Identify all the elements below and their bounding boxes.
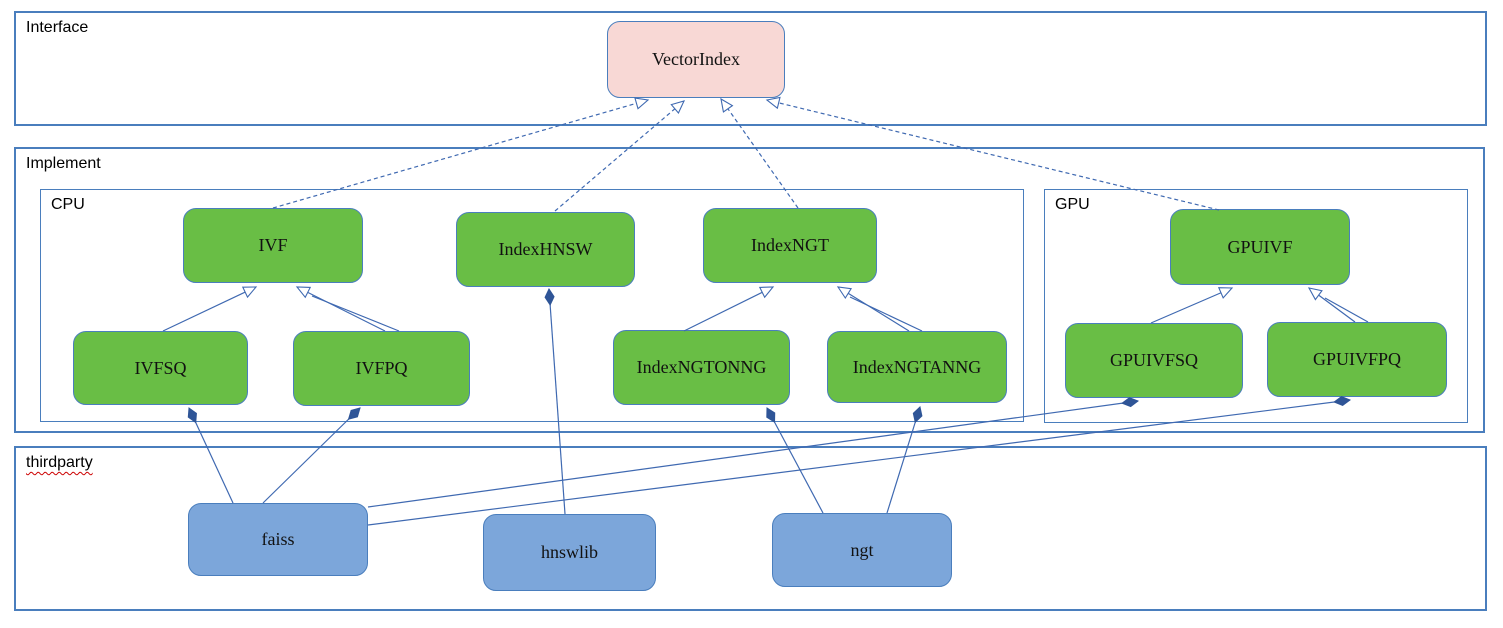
interface-section-label: Interface	[26, 19, 89, 36]
thirdparty-section-label: thirdparty	[26, 454, 93, 471]
node-ivf-label: IVF	[258, 235, 288, 255]
node-gpuivfpq: GPUIVFPQ	[1267, 322, 1447, 397]
node-indexngtanng-label: IndexNGTANNG	[852, 356, 982, 377]
gpu-group-label: GPU	[1055, 196, 1090, 213]
node-ngt: ngt	[772, 513, 952, 587]
node-ivfpq: IVFPQ	[293, 331, 470, 406]
node-gpuivfpq-label: GPUIVFPQ	[1312, 349, 1402, 369]
node-indexhnsw-label: IndexHNSW	[498, 239, 593, 259]
node-gpuivf-label: GPUIVF	[1227, 236, 1293, 257]
node-ivfsq: IVFSQ	[73, 331, 248, 405]
node-vectorindex: VectorIndex	[607, 21, 785, 98]
implement-section-label: Implement	[26, 155, 101, 172]
node-faiss: faiss	[188, 503, 368, 576]
node-gpuivfsq-label: GPUIVFSQ	[1109, 350, 1199, 370]
node-faiss-label: faiss	[261, 529, 295, 549]
node-gpuivf: GPUIVF	[1170, 209, 1350, 285]
node-ivf: IVF	[183, 208, 363, 283]
node-indexngt: IndexNGT	[703, 208, 877, 283]
node-ngt-label: ngt	[850, 539, 874, 560]
node-hnswlib-label: hnswlib	[540, 542, 598, 562]
node-indexngtanng: IndexNGTANNG	[827, 331, 1007, 403]
node-indexngt-label: IndexNGT	[751, 235, 829, 255]
node-hnswlib: hnswlib	[483, 514, 656, 591]
cpu-group-label: CPU	[51, 196, 85, 213]
node-indexngtonng: IndexNGTONNG	[613, 330, 790, 405]
node-indexhnsw: IndexHNSW	[456, 212, 635, 287]
node-gpuivfsq: GPUIVFSQ	[1065, 323, 1243, 398]
node-ivfsq-label: IVFSQ	[134, 357, 187, 378]
node-ivfpq-label: IVFPQ	[355, 358, 408, 378]
node-vectorindex-label: VectorIndex	[652, 49, 740, 69]
node-indexngtonng-label: IndexNGTONNG	[636, 357, 767, 377]
